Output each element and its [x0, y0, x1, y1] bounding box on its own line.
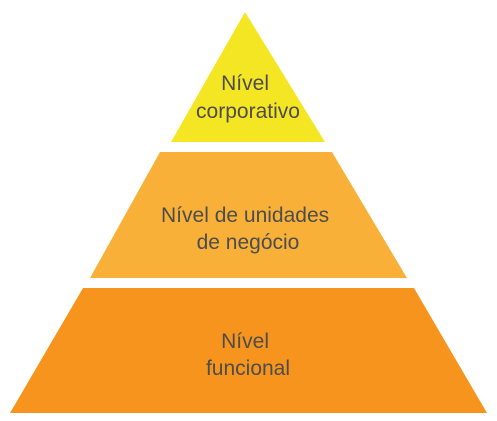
tier-bottom-label-line-1: Nível	[221, 330, 269, 353]
tier-bottom-shape	[10, 288, 487, 413]
tier-top-label-line-2: corporativo	[196, 100, 300, 123]
tier-top-shape	[171, 12, 325, 142]
tier-top-label-line-1: Nível	[221, 72, 269, 95]
tier-top-label: Nível corporativo	[196, 72, 300, 123]
tier-middle-label-line-2: de negócio	[197, 231, 300, 254]
tier-middle-label: Nível de unidades de negócio	[161, 204, 335, 254]
tier-bottom: Nível funcional	[10, 288, 487, 413]
tier-middle-shape	[90, 152, 407, 278]
tier-bottom-label-line-2: funcional	[206, 357, 290, 380]
tier-top: Nível corporativo	[171, 12, 325, 142]
tier-middle: Nível de unidades de negócio	[90, 152, 407, 278]
tier-bottom-label: Nível funcional	[206, 330, 290, 380]
tier-middle-label-line-1: Nível de unidades	[161, 204, 329, 227]
